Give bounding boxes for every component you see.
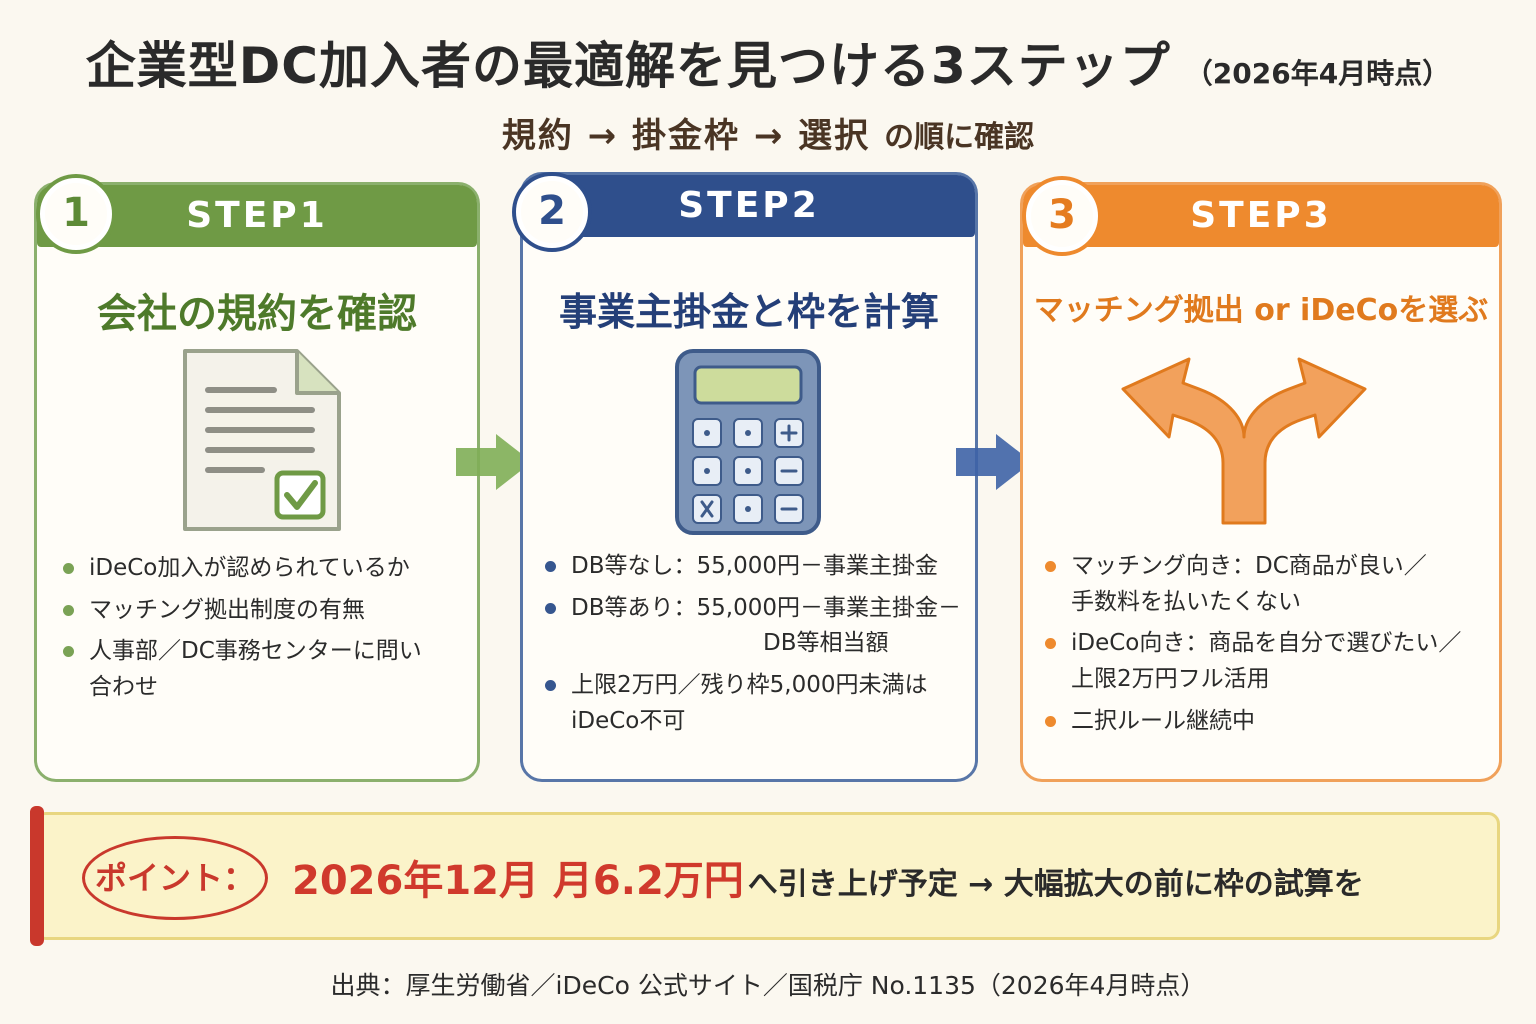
step1-number: 1 [40, 178, 112, 250]
step2-title: 事業主掛金と枠を計算 [558, 290, 939, 334]
point-highlight: 2026年12月 月6.2万円 [292, 858, 744, 904]
point-banner [34, 812, 1500, 940]
fork-arrow-icon [1121, 357, 1367, 525]
list-item: DB等あり：55,000円－事業主掛金－ [541, 591, 971, 627]
step3-bullets: マッチング向き：DC商品が良い／ 手数料を払いたくない iDeCo向き：商品を自… [1041, 549, 1497, 745]
point-rest: へ引き上げ予定 → 大幅拡大の前に枠の試算を [747, 867, 1364, 902]
arrow-right-icon [956, 434, 1032, 490]
step3-label: STEP3 [1190, 195, 1332, 236]
document-check-icon [183, 349, 341, 531]
step1-title: 会社の規約を確認 [97, 291, 417, 337]
list-item: マッチング拠出制度の有無 [59, 593, 469, 629]
list-item: 上限2万円フル活用 [1071, 665, 1270, 692]
list-item: 手数料を払いたくない [1071, 588, 1301, 615]
page-title: 企業型DC加入者の最適解を見つける3ステップ （2026年4月時点） [0, 26, 1536, 98]
step2-card: STEP2 事業主掛金と枠を計算 DB等なし：55,000円 [520, 172, 978, 782]
list-item: マッチング向き：DC商品が良い／ [1041, 549, 1497, 585]
step3-card: STEP3 マッチング拠出 or iDeCoを選ぶ マッチング向き：DC商品が良… [1020, 182, 1502, 782]
subtitle: 規約 → 掛金枠 → 選択の順に確認 [0, 108, 1536, 157]
step1-label: STEP1 [186, 195, 328, 236]
list-item: iDeCo向き：商品を自分で選びたい／ [1041, 626, 1497, 662]
step2-label: STEP2 [678, 185, 820, 226]
step3-title: マッチング拠出 or iDeCoを選ぶ [1033, 293, 1489, 328]
calculator-icon [675, 349, 821, 535]
list-item: 人事部／DC事務センターに問い合わせ [59, 634, 429, 705]
arrow-right-icon [456, 434, 532, 490]
list-item: iDeCo加入が認められているか [59, 551, 469, 587]
step3-number: 3 [1026, 180, 1098, 252]
list-item: DB等相当額 [763, 630, 889, 657]
list-item: iDeCo不可 [571, 707, 686, 734]
step2-banner: STEP2 [523, 175, 975, 237]
list-item: DB等なし：55,000円－事業主掛金 [541, 549, 971, 585]
step3-banner: STEP3 [1023, 185, 1499, 247]
title-date: （2026年4月時点） [1184, 57, 1451, 90]
title-main: 企業型DC加入者の最適解を見つける3ステップ [85, 37, 1171, 95]
list-item: 二択ルール継続中 [1041, 704, 1497, 740]
step1-bullets: iDeCo加入が認められているか マッチング拠出制度の有無 人事部／DC事務セン… [59, 551, 469, 712]
source-note: 出典：厚生労働省／iDeCo 公式サイト／国税庁 No.1135（2026年4月… [330, 971, 1206, 1000]
subtitle-main: 規約 → 掛金枠 → 選択 [501, 116, 871, 156]
subtitle-tail: の順に確認 [884, 120, 1035, 155]
point-accent-bar [30, 806, 44, 946]
step2-number: 2 [516, 176, 588, 248]
step1-card: STEP1 会社の規約を確認 iDeCo加入が認められているか マッチング拠出制… [34, 182, 480, 782]
point-label: ポイント： [82, 836, 268, 920]
list-item: 上限2万円／残り枠5,000円未満は [541, 668, 971, 704]
point-text: 2026年12月 月6.2万円へ引き上げ予定 → 大幅拡大の前に枠の試算を [292, 848, 1364, 906]
step2-bullets: DB等なし：55,000円－事業主掛金 DB等あり：55,000円－事業主掛金－… [541, 549, 971, 745]
